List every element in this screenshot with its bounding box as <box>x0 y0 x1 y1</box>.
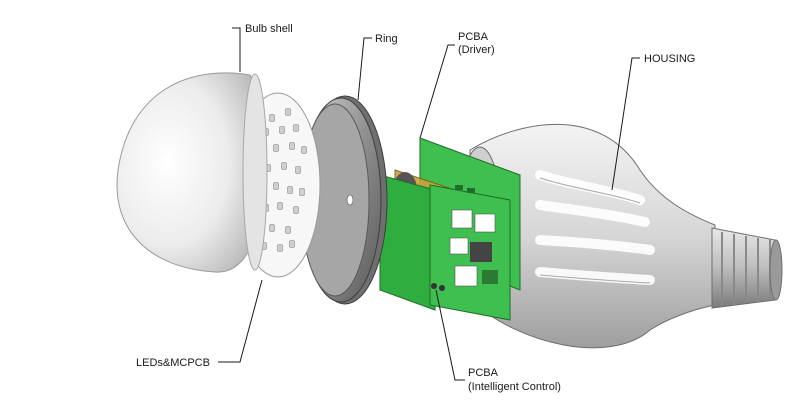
led-chip <box>299 188 305 196</box>
ring-part <box>300 95 388 305</box>
pcba-control-part <box>379 174 511 321</box>
label-pcba-control-1: PCBA <box>468 367 499 379</box>
label-pcba-driver-1: PCBA <box>458 31 489 43</box>
label-pcba-control-2: (Intelligent Control) <box>468 381 561 393</box>
led-chip <box>295 166 301 174</box>
label-ring: Ring <box>375 33 398 45</box>
leader-lines <box>218 27 640 381</box>
label-leds-mcpcb: LEDs&MCPCB <box>136 357 210 369</box>
label-housing: HOUSING <box>644 53 695 65</box>
led-chip <box>269 224 275 232</box>
led-chip <box>289 240 295 248</box>
led-chip <box>273 144 279 152</box>
led-chip <box>301 146 307 154</box>
led-chip <box>285 226 291 234</box>
led-chip <box>269 114 275 122</box>
bulb-shell-part <box>116 72 268 273</box>
led-chip <box>289 142 295 150</box>
label-bulb-shell: Bulb shell <box>245 23 293 35</box>
led-chip <box>273 182 279 190</box>
led-chip <box>279 126 285 134</box>
led-chip <box>277 202 283 210</box>
led-chip <box>287 186 293 194</box>
led-chip <box>293 206 299 214</box>
led-chip <box>293 124 299 132</box>
led-chip <box>277 244 283 252</box>
led-chip <box>285 108 291 116</box>
label-pcba-driver-2: (Driver) <box>458 44 495 56</box>
led-chip <box>281 162 287 170</box>
screw-base <box>711 227 783 309</box>
